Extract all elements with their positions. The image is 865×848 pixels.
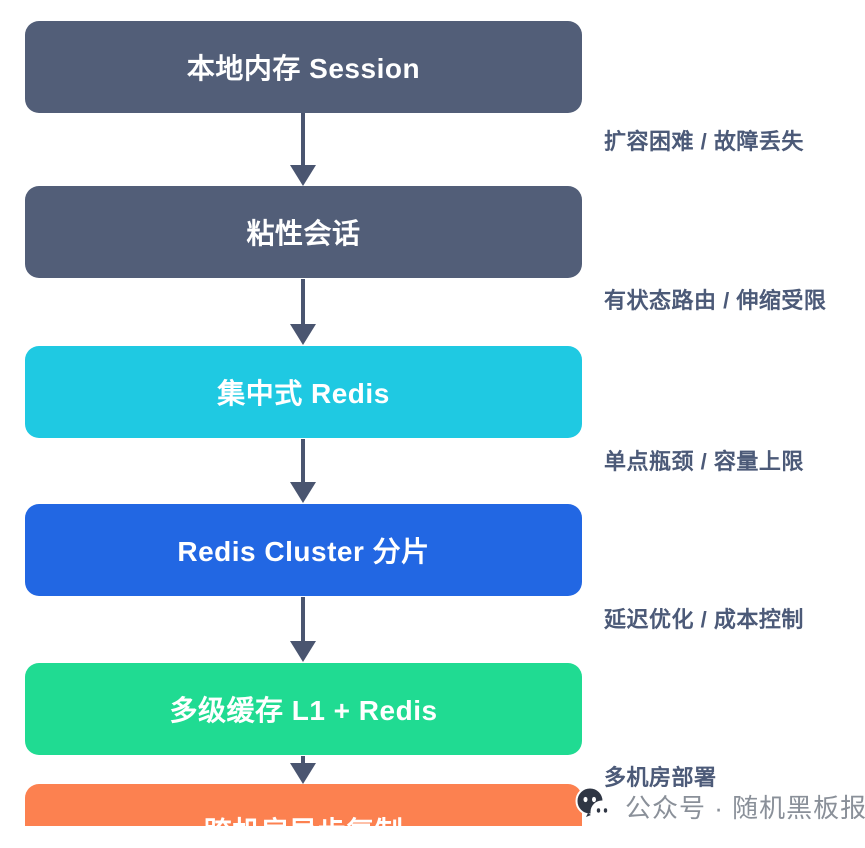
stage-redis-cluster: Redis Cluster 分片 (25, 504, 582, 596)
arrow-line (301, 279, 305, 327)
arrow-line (301, 113, 305, 168)
arrow-head-icon (290, 763, 316, 784)
annotation-latency-optimization: 延迟优化 / 成本控制 (604, 607, 804, 632)
stage-label: 多级缓存 L1 + Redis (169, 695, 438, 726)
annotation-single-point-bottleneck: 单点瓶颈 / 容量上限 (604, 449, 804, 474)
arrow-line (301, 597, 305, 644)
watermark: 公众号 · 随机黑板报 (575, 786, 865, 826)
annotation-stateful-routing: 有状态路由 / 伸缩受限 (604, 288, 827, 313)
arrow-line (301, 439, 305, 485)
arrow-head-icon (290, 641, 316, 662)
arrow-line (301, 756, 305, 766)
stage-local-memory-session: 本地内存 Session (25, 21, 582, 113)
stage-cross-datacenter-replication: 跨机房异步复制 (25, 784, 582, 826)
stage-label: 集中式 Redis (217, 378, 390, 409)
stage-label: Redis Cluster 分片 (177, 536, 430, 567)
flow-diagram: 本地内存 Session 粘性会话 集中式 Redis Redis Cluste… (25, 21, 865, 826)
annotation-multi-datacenter: 多机房部署 (604, 765, 717, 790)
watermark-text: 公众号 · 随机黑板报 (625, 792, 865, 823)
arrow-head-icon (290, 165, 316, 186)
stage-sticky-session: 粘性会话 (25, 186, 582, 278)
stage-centralized-redis: 集中式 Redis (25, 346, 582, 438)
stage-multilevel-cache: 多级缓存 L1 + Redis (25, 663, 582, 755)
arrow-head-icon (290, 482, 316, 503)
stage-label: 跨机房异步复制 (204, 810, 404, 826)
arrow-head-icon (290, 324, 316, 345)
stage-label: 粘性会话 (246, 218, 361, 249)
wechat-icon (575, 786, 614, 825)
annotation-scaling-difficulty: 扩容困难 / 故障丢失 (604, 129, 804, 154)
stage-label: 本地内存 Session (186, 53, 421, 84)
